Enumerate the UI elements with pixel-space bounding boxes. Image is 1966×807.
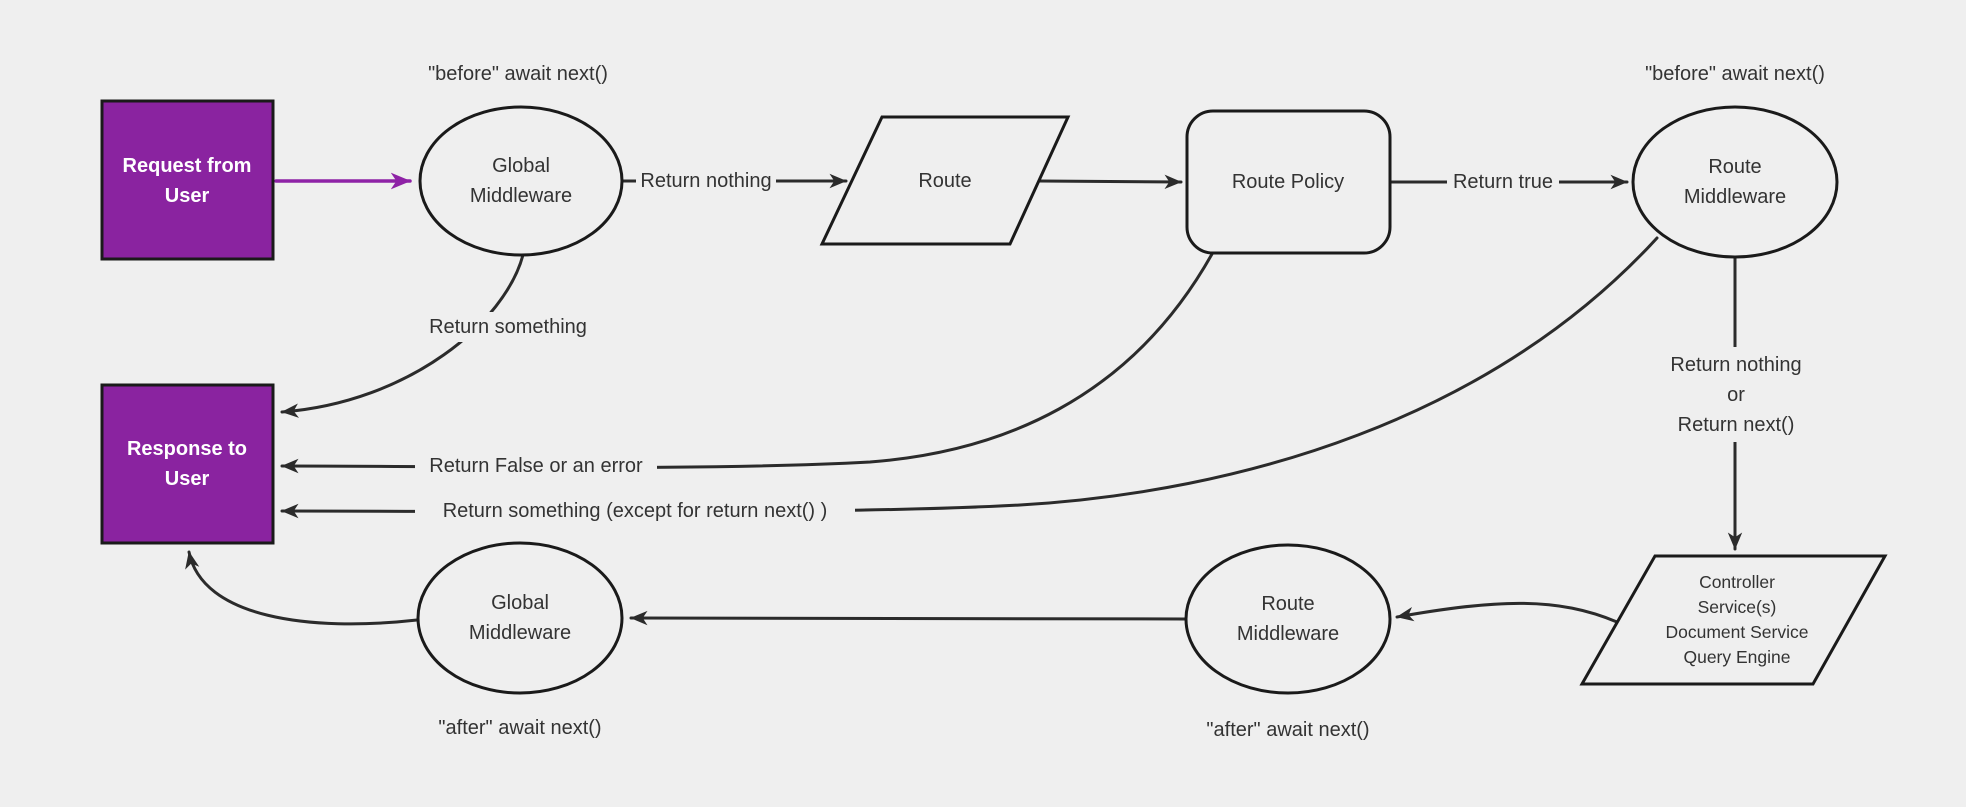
node-controller-stack: Controller Service(s) Document Service Q…: [1579, 554, 1888, 686]
global-middleware-bottom-label-line1: Global: [491, 592, 549, 614]
label-bg: [415, 451, 657, 481]
global-middleware-top-label-line1: Global: [492, 155, 550, 177]
route-parallelogram: [819, 115, 1071, 246]
global-middleware-top-label-line2: Middleware: [470, 185, 572, 207]
edge-label-return-false-or-error: Return False or an error: [415, 451, 657, 481]
route-policy-label: Route Policy: [1232, 171, 1344, 193]
node-request-from-user: Request from User: [100, 99, 275, 261]
request-from-user-label-line1: Request from: [123, 155, 252, 177]
route-middleware-top-ellipse: [1631, 105, 1839, 259]
edge-route-middleware-to-global-middleware-bottom: [629, 610, 1187, 626]
response-to-user-box: [100, 383, 275, 545]
node-global-middleware-bottom: Global Middleware: [416, 541, 624, 695]
return-true-label: Return true: [1453, 171, 1553, 193]
label-bg: [1646, 347, 1826, 442]
before-await-next-left-label: "before" await next(): [428, 63, 608, 85]
edge-route-to-route-policy: [1038, 174, 1183, 190]
route-middleware-bottom-ellipse: [1184, 543, 1392, 695]
return-something-label: Return something: [429, 316, 587, 338]
after-await-next-right-label: "after" await next(): [1206, 719, 1369, 741]
label-bg: [430, 312, 586, 342]
response-to-user-label-line2: User: [165, 468, 210, 490]
return-false-or-error-label: Return False or an error: [429, 455, 643, 477]
edge-return-false-to-response: [280, 252, 1214, 474]
global-middleware-bottom-label-line2: Middleware: [469, 622, 571, 644]
node-response-to-user: Response to User: [100, 383, 275, 545]
return-nothing-or-label-line1: Return nothing: [1670, 354, 1801, 376]
edge-return-something-to-response: [280, 253, 525, 418]
node-global-middleware-top: Global Middleware: [418, 105, 624, 257]
controller-stack-parallelogram: [1579, 554, 1888, 686]
after-await-next-left-label: "after" await next(): [438, 717, 601, 739]
route-middleware-top-label-line2: Middleware: [1684, 186, 1786, 208]
label-bg: [636, 166, 776, 196]
controller-stack-label-line3: Document Service: [1666, 622, 1809, 642]
label-bg: [1447, 167, 1559, 197]
edge-label-return-nothing: Return nothing: [636, 166, 776, 196]
return-nothing-label: Return nothing: [640, 170, 771, 192]
edge-controller-to-route-middleware-bottom: [1395, 601, 1619, 624]
edge-label-return-nothing-or: Return nothing or Return next(): [1646, 347, 1826, 442]
request-from-user-box: [100, 99, 275, 261]
request-from-user-label-line2: User: [165, 185, 210, 207]
global-middleware-top-ellipse: [418, 105, 624, 257]
node-route-policy: Route Policy: [1185, 109, 1392, 255]
label-bg: [415, 496, 855, 526]
before-await-next-right-label: "before" await next(): [1645, 63, 1825, 85]
route-label: Route: [918, 170, 971, 192]
route-middleware-bottom-label-line1: Route: [1261, 593, 1314, 615]
edge-label-return-something: Return something: [429, 312, 587, 342]
edge-label-return-something-except: Return something (except for return next…: [415, 496, 855, 526]
route-middleware-top-label-line1: Route: [1708, 156, 1761, 178]
route-middleware-bottom-label-line2: Middleware: [1237, 623, 1339, 645]
edge-label-return-true: Return true: [1447, 167, 1559, 197]
controller-stack-label-line2: Service(s): [1698, 597, 1777, 617]
controller-stack-label-line4: Query Engine: [1683, 647, 1790, 667]
controller-stack-label-line1: Controller: [1699, 572, 1775, 592]
edge-global-middleware-to-response: [185, 550, 419, 626]
node-route-middleware-bottom: Route Middleware: [1184, 543, 1392, 695]
return-nothing-or-label-line2: or: [1727, 384, 1745, 406]
route-policy-box: [1185, 109, 1392, 255]
global-middleware-bottom-ellipse: [416, 541, 624, 695]
node-route: Route: [819, 115, 1071, 246]
return-nothing-or-label-line3: Return next(): [1678, 414, 1795, 436]
return-something-except-label: Return something (except for return next…: [443, 500, 828, 522]
response-to-user-label-line1: Response to: [127, 438, 247, 460]
node-route-middleware-top: Route Middleware: [1631, 105, 1839, 259]
